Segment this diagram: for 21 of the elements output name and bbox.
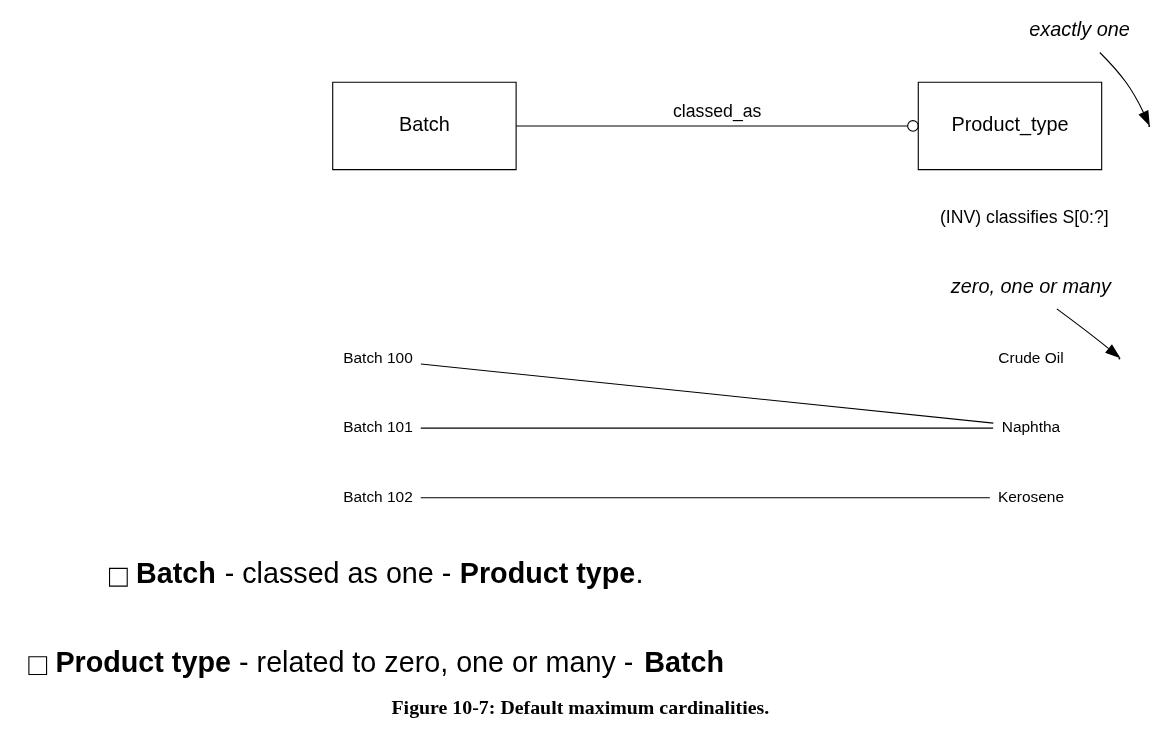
node-text: Crude Oil — [997, 348, 1064, 366]
node-box: Product_type — [917, 81, 1102, 171]
node-text: exactly one — [1028, 18, 1130, 41]
connector — [419, 497, 990, 499]
edge-label: classed_as — [672, 100, 761, 121]
node-text: Naphtha — [1001, 418, 1060, 436]
label: (INV) classifies S[0:?] — [939, 207, 1109, 228]
caption: Figure 10-7: Default maximum cardinalities. — [390, 695, 769, 718]
label: Product type - related to zero, one or many - Batch — [54, 645, 724, 678]
arrow — [1055, 308, 1120, 359]
connector — [515, 120, 919, 132]
node-box: Batch — [331, 81, 517, 171]
node-text: Batch 101 — [342, 418, 413, 436]
label: Batch - classed as one - Product type. — [135, 557, 643, 590]
node-text: zero, one or many — [950, 274, 1111, 297]
arrow — [1098, 51, 1150, 127]
node-text: Batch 100 — [342, 348, 413, 366]
connector — [419, 427, 994, 429]
node-text: Kerosene — [997, 487, 1064, 505]
node-text: Batch 102 — [342, 487, 413, 505]
connector — [419, 363, 994, 424]
